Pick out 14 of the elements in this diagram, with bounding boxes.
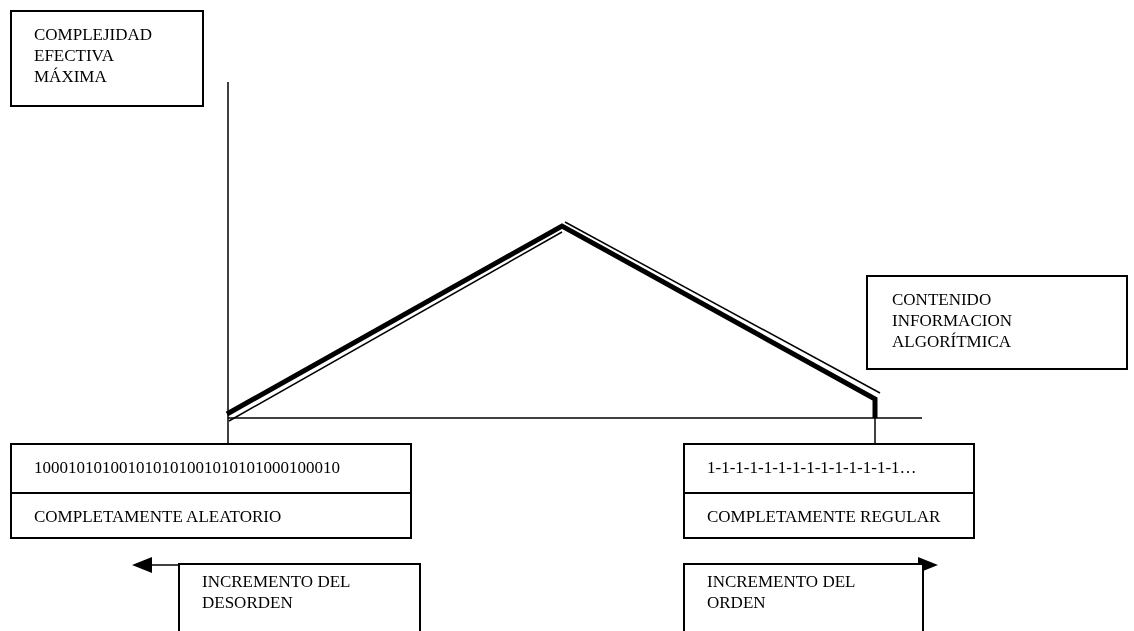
label-text: INCREMENTO DEL DESORDEN [202, 571, 351, 613]
label-box [178, 563, 421, 631]
label-box [10, 10, 204, 107]
category-label: COMPLETAMENTE REGULAR [707, 506, 941, 527]
sequence-text: 100010101001010101001010101000100010 [34, 457, 340, 478]
sequence-text: 1-1-1-1-1-1-1-1-1-1-1-1-1-1… [707, 457, 917, 478]
label-box [10, 443, 412, 539]
label-text: COMPLEJIDAD EFECTIVA MÁXIMA [34, 24, 154, 87]
category-label: COMPLETAMENTE ALEATORIO [34, 506, 282, 527]
label-box [683, 563, 924, 631]
label-box [683, 443, 975, 539]
label-box [866, 275, 1128, 370]
label-text: INCREMENTO DEL ORDEN [707, 571, 856, 613]
label-text: CONTENIDO INFORMACION ALGORÍTMICA [892, 289, 1013, 352]
